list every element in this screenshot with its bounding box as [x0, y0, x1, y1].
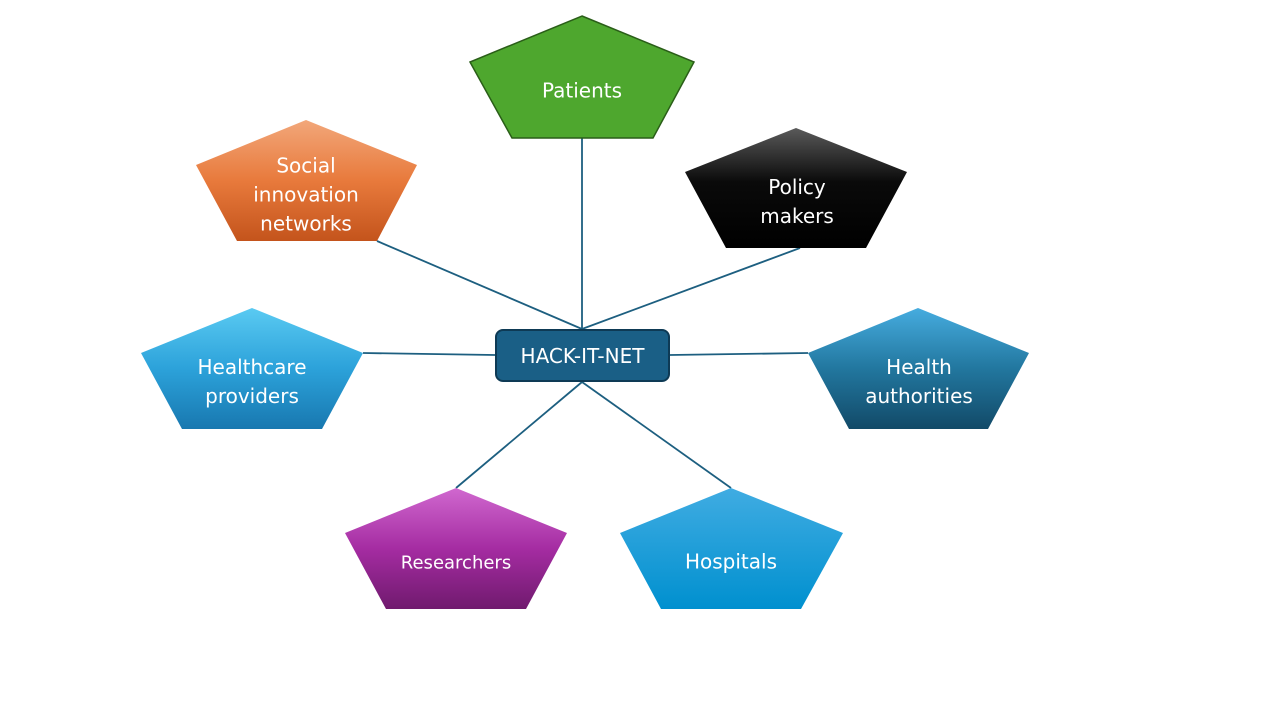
- connector-policy-makers: [581, 247, 801, 330]
- connector-healthcare-providers: [362, 352, 496, 356]
- node-social-innovation-label: Social innovation networks: [253, 152, 359, 239]
- node-social-innovation-shape[interactable]: [196, 120, 417, 241]
- connectors: [362, 138, 809, 489]
- hub-label: HACK-IT-NET: [520, 343, 645, 368]
- node-healthcare-providers-shape[interactable]: [141, 308, 363, 429]
- label-line: authorities: [865, 384, 973, 408]
- node-patients-shape[interactable]: [468, 15, 696, 139]
- label-line: providers: [205, 384, 299, 408]
- label-line: innovation: [253, 182, 359, 207]
- label-line: makers: [760, 204, 834, 228]
- node-researchers-label: Researchers: [401, 549, 511, 578]
- node-policy-makers-shape[interactable]: [685, 128, 907, 248]
- label-line: Policy: [768, 175, 826, 199]
- hub-hack-it-net[interactable]: HACK-IT-NET: [495, 329, 670, 382]
- label-line: Researchers: [400, 552, 512, 574]
- label-line: Hospitals: [684, 549, 778, 574]
- connector-health-authorities: [669, 352, 809, 356]
- label-line: Social: [276, 153, 336, 178]
- node-patients-label: Patients: [542, 77, 622, 106]
- node-hospitals-shape[interactable]: [620, 488, 843, 609]
- node-hospitals-label: Hospitals: [685, 548, 777, 577]
- node-health-authorities-shape[interactable]: [808, 308, 1029, 429]
- connector-researchers: [455, 381, 583, 489]
- connector-social-innovation: [376, 240, 583, 330]
- node-policy-makers-label: Policy makers: [760, 173, 834, 231]
- label-line: Patients: [541, 78, 623, 103]
- node-healthcare-providers-label: Healthcare providers: [197, 353, 306, 411]
- label-line: Health: [886, 355, 952, 379]
- label-line: Healthcare: [197, 355, 307, 379]
- connector-hospitals: [581, 381, 732, 489]
- node-health-authorities-label: Health authorities: [865, 353, 973, 411]
- label-line: networks: [260, 211, 352, 236]
- node-researchers-shape[interactable]: [345, 488, 567, 609]
